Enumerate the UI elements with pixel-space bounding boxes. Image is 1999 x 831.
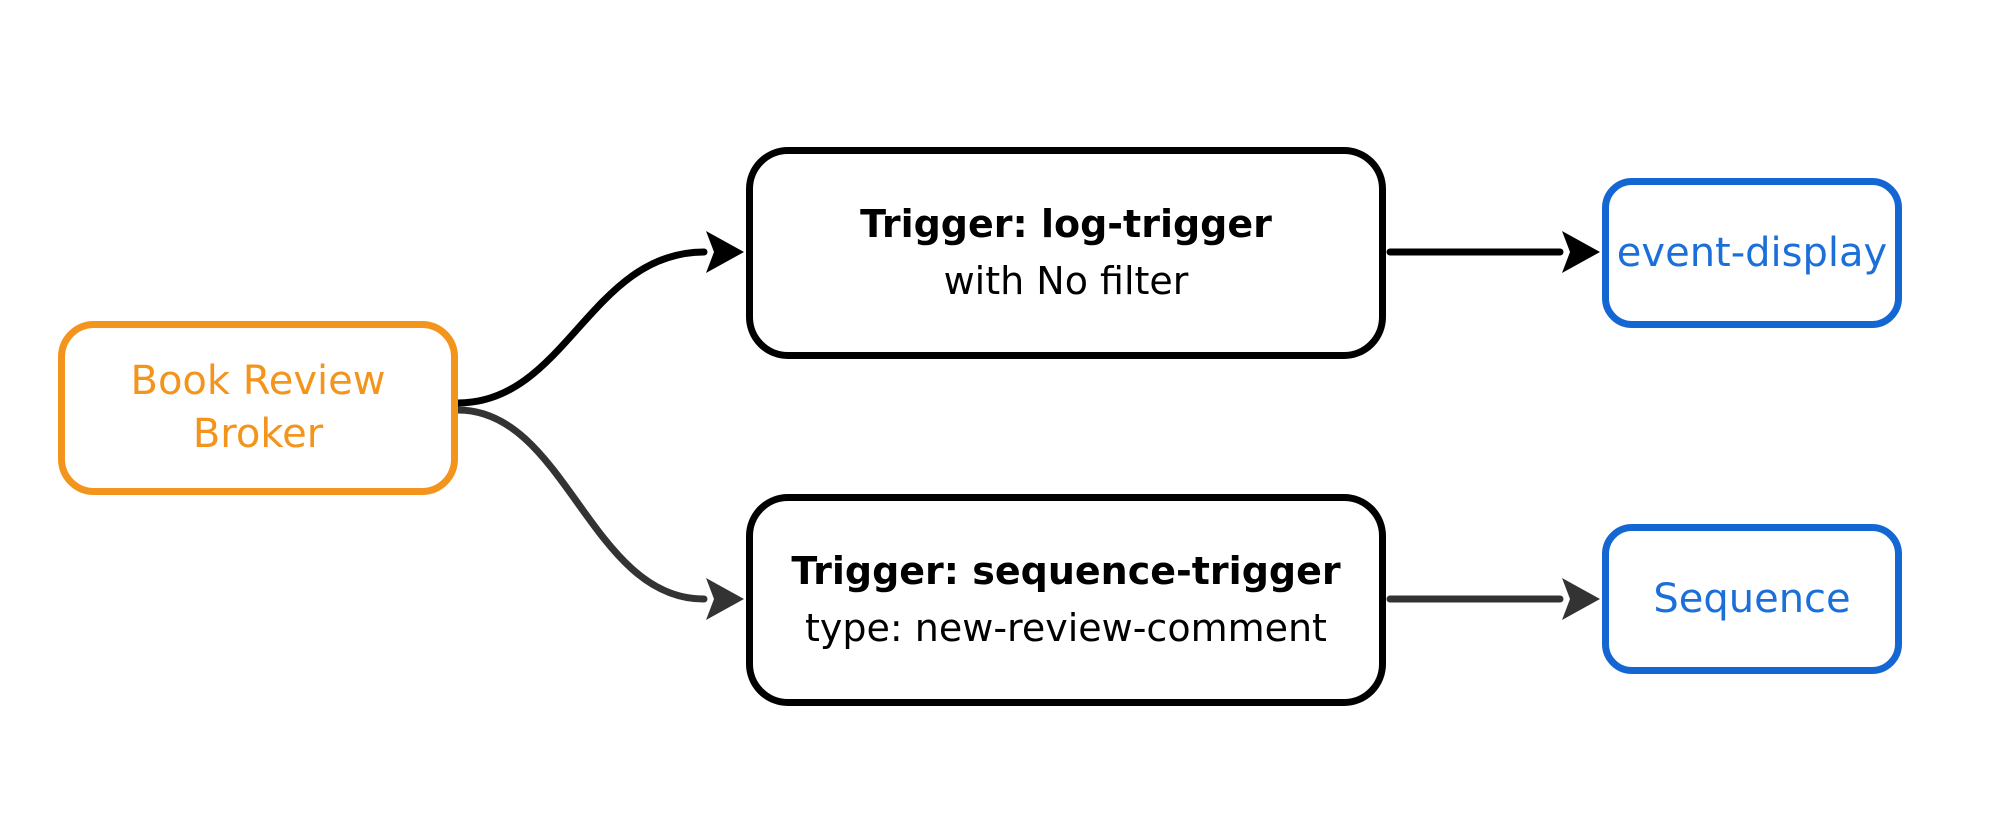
arrowhead-sequence-icon — [1562, 578, 1600, 620]
node-book-review-broker: Book Review Broker — [58, 321, 458, 495]
broker-label-line2: Broker — [192, 411, 324, 457]
event-display-label: event-display — [1616, 230, 1888, 276]
arrowhead-log-trigger-icon — [706, 231, 744, 273]
sequence-trigger-subtitle: type: new-review-comment — [805, 606, 1327, 650]
broker-label-line1: Book Review — [130, 358, 386, 405]
edge-broker-to-sequence-trigger — [454, 406, 708, 603]
log-trigger-title: Trigger: log-trigger — [860, 202, 1272, 246]
node-sequence: Sequence — [1602, 524, 1902, 674]
sequence-label: Sequence — [1653, 576, 1851, 622]
edge-broker-to-log-trigger — [454, 248, 708, 407]
node-sequence-trigger: Trigger: sequence-trigger type: new-revi… — [746, 494, 1386, 706]
node-log-trigger: Trigger: log-trigger with No filter — [746, 147, 1386, 359]
node-event-display: event-display — [1602, 178, 1902, 328]
log-trigger-subtitle: with No filter — [943, 259, 1189, 303]
arrowhead-event-display-icon — [1562, 231, 1600, 273]
sequence-trigger-title: Trigger: sequence-trigger — [791, 549, 1341, 593]
arrowhead-sequence-trigger-icon — [706, 578, 744, 620]
